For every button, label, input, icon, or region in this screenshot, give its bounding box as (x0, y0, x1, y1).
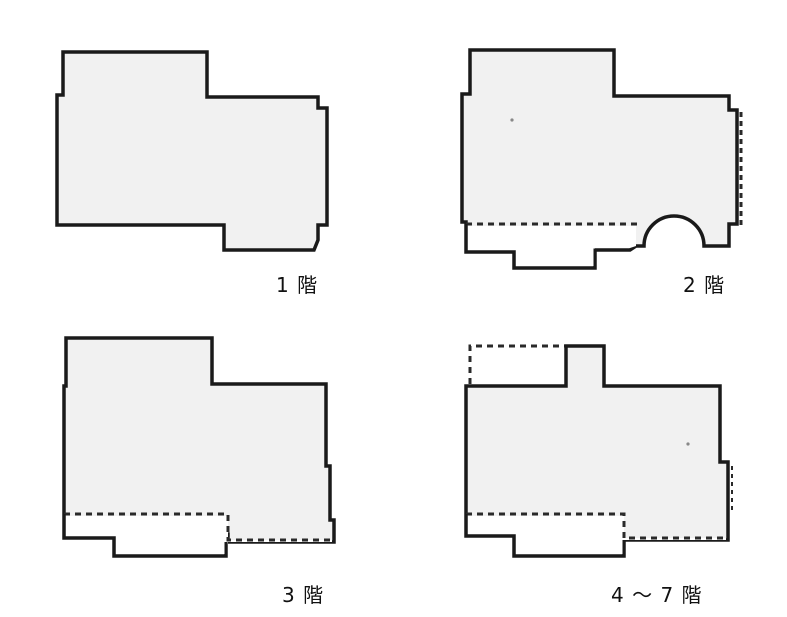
floor-plan-2-dot (510, 118, 514, 122)
floor-plan-2-lower-edge (464, 224, 630, 270)
floor-plan-1: 1 階 (55, 50, 329, 297)
floor-plan-2-lower-white (468, 226, 636, 266)
floor-3-label: 3 階 (282, 583, 324, 607)
floor-plan-4-7-lower-edge (464, 514, 626, 558)
floor-plan-4-7-dashed-top (468, 344, 566, 384)
floor-plan-3: 3 階 (62, 336, 336, 607)
floor-1-label: 1 階 (276, 273, 318, 297)
floor-plan-1-outline (55, 50, 329, 252)
floor-4-7-label: 4 ～ 7 階 (611, 583, 703, 607)
floor-plan-3-dashed-line (64, 512, 332, 542)
floor-plan-4-7: 4 ～ 7 階 (464, 344, 733, 607)
floor-plan-4-7-dashed-line (466, 512, 728, 540)
floor-plan-4-7-lower-white (468, 516, 726, 554)
floor-plan-3-lower-edge (62, 514, 228, 558)
floor-plan-3-lower-white (66, 516, 332, 554)
floor-plan-4-7-dot (686, 442, 690, 446)
floor-plan-2: 2 階 (460, 48, 743, 297)
floor-2-label: 2 階 (683, 273, 725, 297)
